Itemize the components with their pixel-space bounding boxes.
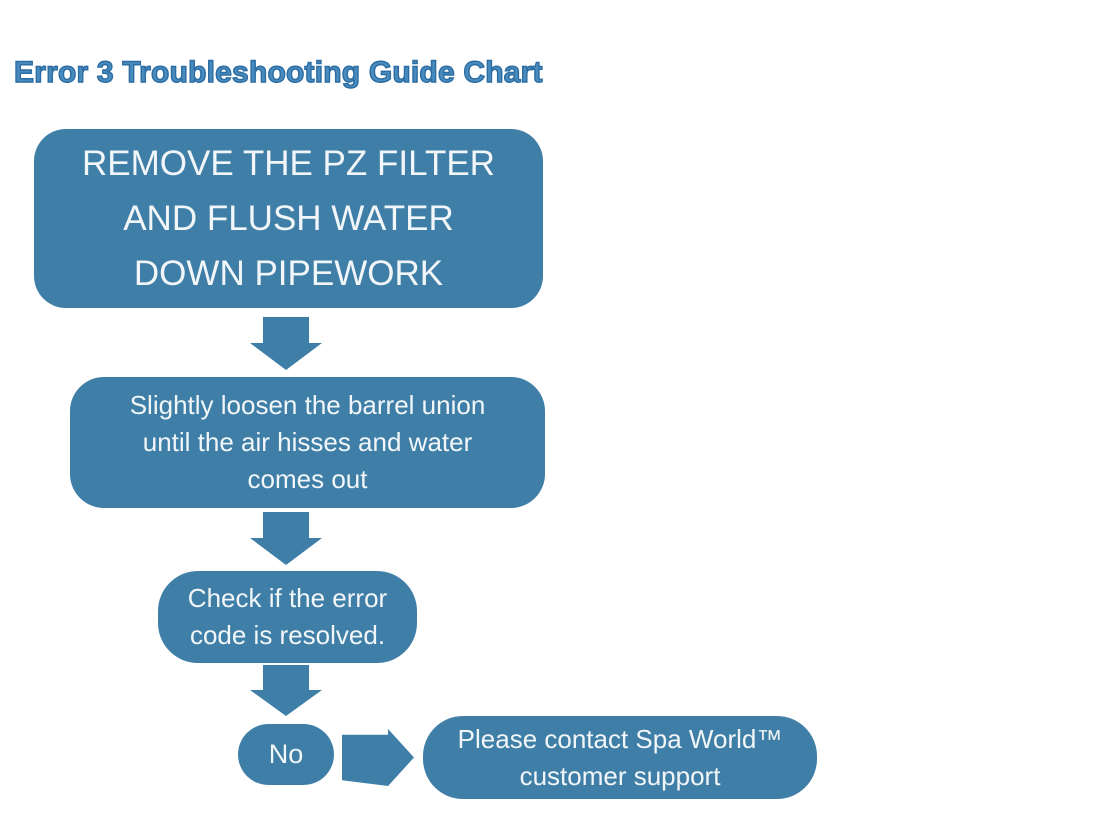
step-loosen-barrel-union: Slightly loosen the barrel union until t… — [70, 377, 545, 508]
decision-no-label: No — [238, 724, 334, 785]
step-remove-pz-filter: REMOVE THE PZ FILTER AND FLUSH WATER DOW… — [34, 129, 543, 308]
right-arrow-icon — [342, 729, 414, 786]
page-title: Error 3 Troubleshooting Guide Chart — [13, 55, 543, 89]
down-arrow-icon-1 — [250, 317, 322, 370]
step-check-error-resolved: Check if the error code is resolved. — [158, 571, 417, 663]
step-contact-support: Please contact Spa World™ customer suppo… — [423, 716, 817, 799]
down-arrow-icon-3 — [250, 665, 322, 716]
down-arrow-icon-2 — [250, 512, 322, 565]
